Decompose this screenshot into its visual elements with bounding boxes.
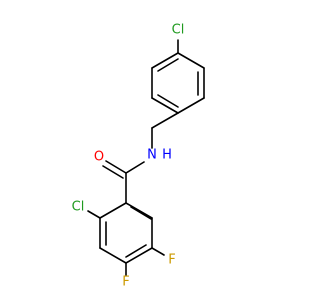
- bond: [125, 202, 153, 219]
- atom-label-nitrogen: N: [147, 148, 157, 163]
- molecule-structure: Cl N H O Cl F F: [72, 23, 205, 290]
- bond: [99, 247, 127, 264]
- atom-label-chlorine: Cl: [72, 200, 85, 215]
- bond: [177, 52, 205, 69]
- bond: [151, 52, 179, 69]
- atom-label-fluorine: F: [168, 253, 175, 268]
- bond: [130, 206, 152, 220]
- bond: [99, 202, 127, 219]
- bond: [125, 161, 145, 174]
- atom-label-oxygen: O: [94, 150, 104, 165]
- atom-label-fluorine: F: [122, 275, 129, 290]
- bond: [151, 112, 179, 129]
- atom-label-chlorine: Cl: [172, 23, 185, 38]
- bond: [151, 247, 165, 256]
- bond: [105, 160, 127, 174]
- bond: [151, 97, 179, 114]
- bond: [87, 210, 101, 219]
- bonds: [87, 39, 205, 276]
- bond: [102, 165, 124, 179]
- bond: [177, 97, 205, 114]
- atom-labels: Cl N H O Cl F F: [72, 23, 185, 290]
- bond: [125, 247, 153, 264]
- bond: [125, 244, 147, 258]
- bond: [157, 94, 179, 108]
- bond: [157, 58, 179, 72]
- atom-label-hydrogen: H: [162, 148, 172, 163]
